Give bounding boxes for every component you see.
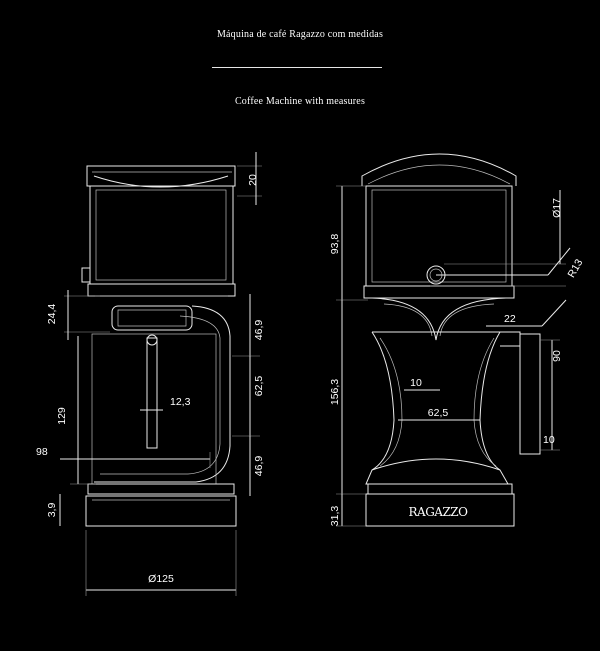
dim-46-9-bottom: 46,9 (253, 456, 265, 477)
front-spout (146, 337, 158, 449)
front-view: 20 24,4 46,9 62,5 129 12,3 98 46,9 3,9 Ø… (36, 152, 265, 596)
front-dimension-labels: 20 24,4 46,9 62,5 129 12,3 98 46,9 3,9 Ø… (36, 174, 265, 585)
front-dimensions (59, 152, 262, 596)
title-portuguese: Máquina de café Ragazzo com medidas (216, 29, 384, 40)
dim-62-5-side: 62,5 (428, 407, 449, 419)
dim-12-3: 12,3 (170, 396, 191, 408)
front-hopper-lid (86, 165, 236, 187)
dim-10-right: 10 (543, 434, 555, 446)
side-dimensions (336, 185, 571, 527)
front-hopper (89, 185, 234, 285)
front-drip-tray (87, 483, 235, 495)
brand-logo: RAGAZZO (409, 505, 469, 519)
dim-3-9: 3,9 (46, 503, 58, 518)
side-hopper (365, 185, 513, 287)
dim-46-9-top: 46,9 (253, 320, 265, 341)
front-hopper-base (87, 283, 236, 297)
side-handle (500, 331, 521, 347)
dim-r13: R13 (565, 257, 585, 280)
dim-90: 90 (551, 350, 563, 362)
dim-31-3: 31,3 (329, 506, 341, 527)
front-base (85, 495, 237, 527)
side-hopper-lid (361, 153, 517, 186)
title-english: Coffee Machine with measures (234, 96, 366, 107)
dim-62-5: 62,5 (253, 376, 265, 397)
side-steam-wand (519, 333, 541, 455)
side-dimension-labels: 93,8 Ø17 R13 22 90 10 156,3 62,5 10 31,3 (329, 198, 585, 526)
dim-10-center: 10 (410, 377, 422, 389)
dim-diameter-17: Ø17 (551, 198, 563, 218)
dim-22: 22 (504, 313, 516, 325)
side-base (365, 493, 515, 527)
dim-98: 98 (36, 446, 48, 458)
dim-20: 20 (247, 174, 259, 186)
dim-24-4: 24,4 (46, 304, 58, 325)
title-divider (212, 67, 382, 68)
side-view: RAGAZZO 93,8 Ø17 R13 2 (329, 153, 585, 527)
dim-129: 129 (56, 407, 68, 425)
front-grinder-head (111, 305, 193, 331)
dim-93-8: 93,8 (329, 234, 341, 255)
dim-diameter-125: Ø125 (148, 573, 174, 585)
dim-156-3: 156,3 (329, 379, 341, 405)
